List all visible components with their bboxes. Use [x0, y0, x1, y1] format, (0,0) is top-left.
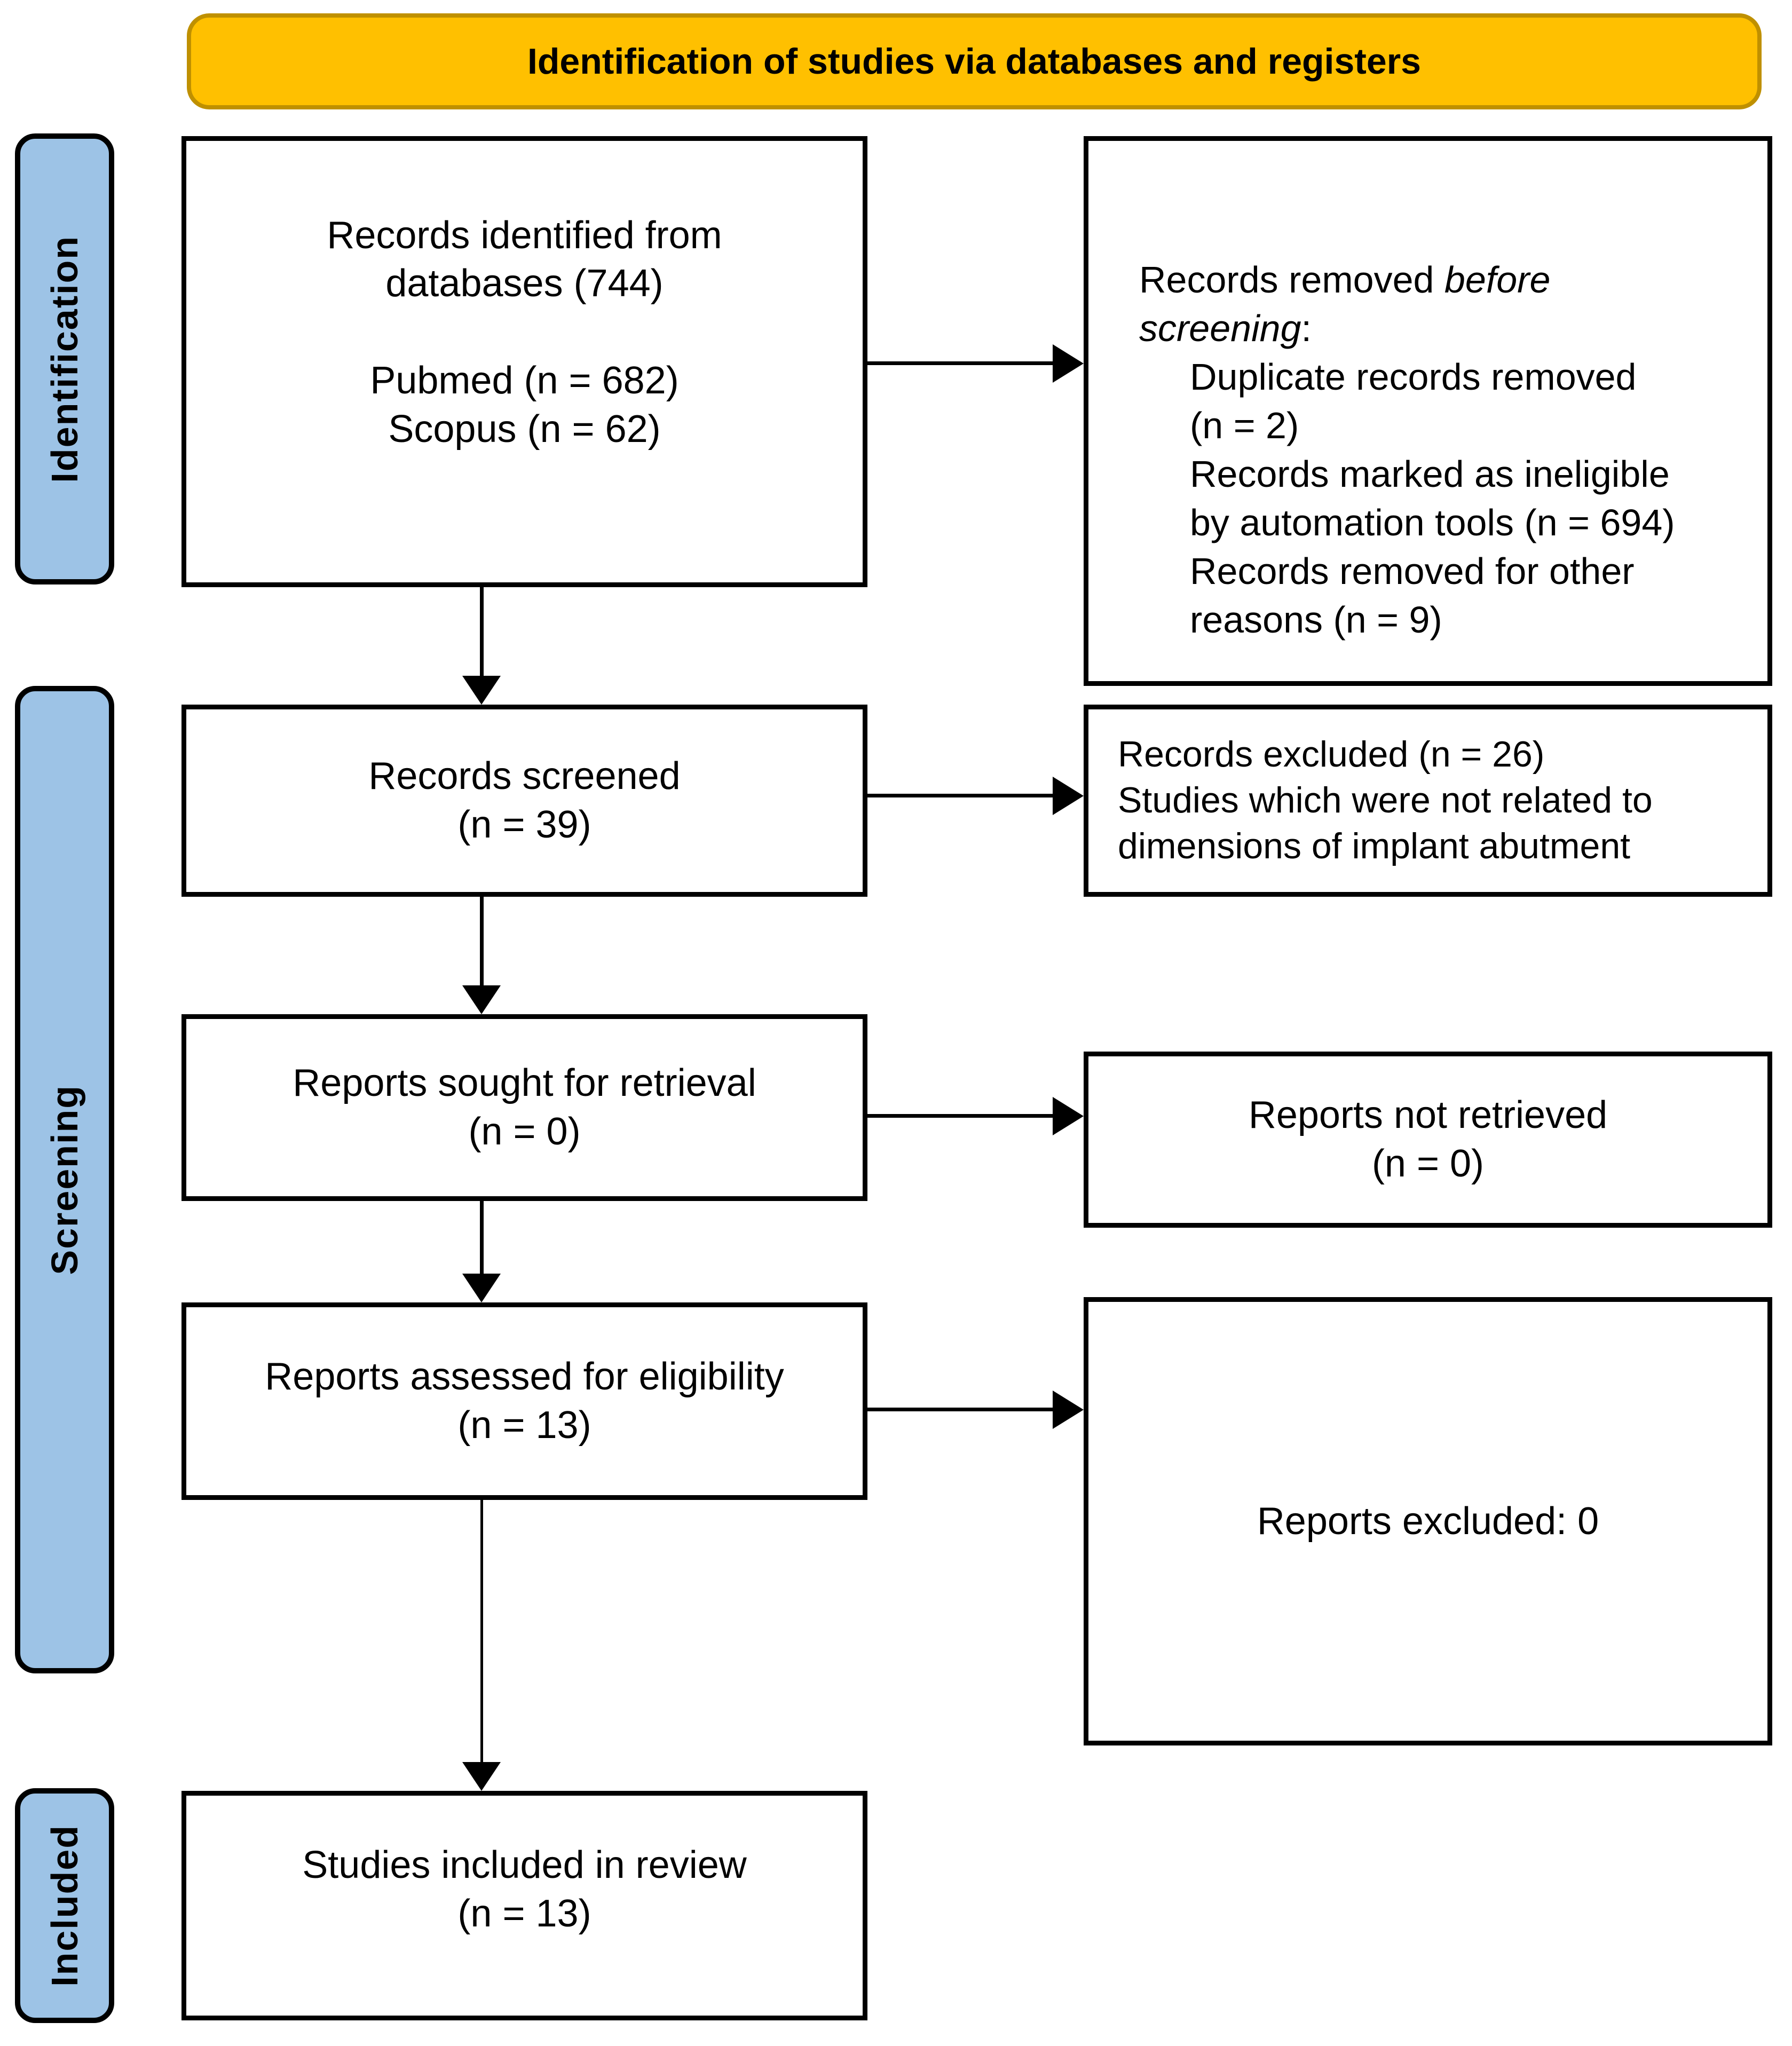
arrow-assessed-to-reports-excluded-line: [867, 1408, 1054, 1411]
box-records-excluded-text: Records excluded (n = 26) Studies which …: [1118, 734, 1653, 866]
records-removed-heading-italic-before: before: [1444, 259, 1551, 301]
arrow-screened-to-excluded-head: [1053, 777, 1084, 815]
arrow-screened-to-excluded-line: [867, 794, 1054, 797]
records-removed-item-automation: Records marked as ineligible by automati…: [1190, 453, 1675, 543]
arrow-screened-to-sought-head: [462, 985, 501, 1014]
title-banner: Identification of studies via databases …: [187, 13, 1762, 109]
stage-included: Included: [15, 1788, 114, 2023]
arrow-sought-to-not-retrieved-head: [1053, 1097, 1084, 1135]
arrow-sought-to-assessed-head: [462, 1274, 501, 1302]
stage-screening: Screening: [15, 686, 114, 1673]
arrow-identified-to-screened-line: [480, 587, 484, 678]
box-records-removed-text: Records removed before screening: Duplica…: [1088, 141, 1696, 644]
arrow-identified-to-removed-head: [1053, 344, 1084, 383]
stage-identification-label: Identification: [44, 235, 85, 483]
arrow-identified-to-removed-line: [867, 361, 1054, 365]
box-studies-included-text: Studies included in review (n = 13): [302, 1844, 747, 1935]
records-removed-heading-italic-screening: screening: [1139, 307, 1301, 349]
box-records-screened-text: Records screened (n = 39): [368, 755, 681, 846]
box-records-excluded: Records excluded (n = 26) Studies which …: [1084, 705, 1772, 897]
box-reports-not-retrieved: Reports not retrieved (n = 0): [1084, 1052, 1772, 1228]
box-records-identified: Records identified from databases (744) …: [181, 136, 867, 587]
arrow-sought-to-assessed-line: [480, 1201, 484, 1276]
arrow-assessed-to-reports-excluded-head: [1053, 1391, 1084, 1429]
arrow-sought-to-not-retrieved-line: [867, 1114, 1054, 1118]
box-reports-assessed-text: Reports assessed for eligibility (n = 13…: [265, 1355, 784, 1447]
box-records-screened: Records screened (n = 39): [181, 705, 867, 897]
arrow-assessed-to-included-line: [480, 1500, 483, 1764]
box-records-identified-text: Records identified from databases (744) …: [327, 214, 722, 451]
box-reports-sought-text: Reports sought for retrieval (n = 0): [293, 1062, 756, 1153]
box-records-removed: Records removed before screening: Duplica…: [1084, 136, 1772, 686]
stage-identification: Identification: [15, 133, 114, 584]
records-removed-heading: Records removed before screening:: [1139, 256, 1675, 353]
box-reports-excluded-text: Reports excluded: 0: [1257, 1499, 1599, 1543]
stage-screening-label: Screening: [44, 1084, 85, 1275]
records-removed-heading-prefix: Records removed: [1139, 259, 1444, 301]
arrow-screened-to-sought-line: [480, 897, 484, 988]
box-reports-excluded: Reports excluded: 0: [1084, 1297, 1772, 1745]
box-studies-included: Studies included in review (n = 13): [181, 1791, 867, 2020]
records-removed-item-other: Records removed for other reasons (n = 9…: [1190, 550, 1635, 641]
box-reports-assessed: Reports assessed for eligibility (n = 13…: [181, 1302, 867, 1500]
records-removed-heading-colon: :: [1301, 307, 1312, 349]
box-reports-sought: Reports sought for retrieval (n = 0): [181, 1014, 867, 1201]
records-removed-item-duplicates: Duplicate records removed (n = 2): [1190, 356, 1637, 446]
arrow-identified-to-screened-head: [462, 676, 501, 705]
stage-included-label: Included: [44, 1824, 85, 1987]
arrow-assessed-to-included-head: [462, 1762, 501, 1791]
box-reports-not-retrieved-text: Reports not retrieved (n = 0): [1248, 1094, 1608, 1185]
title-banner-label: Identification of studies via databases …: [527, 41, 1422, 82]
